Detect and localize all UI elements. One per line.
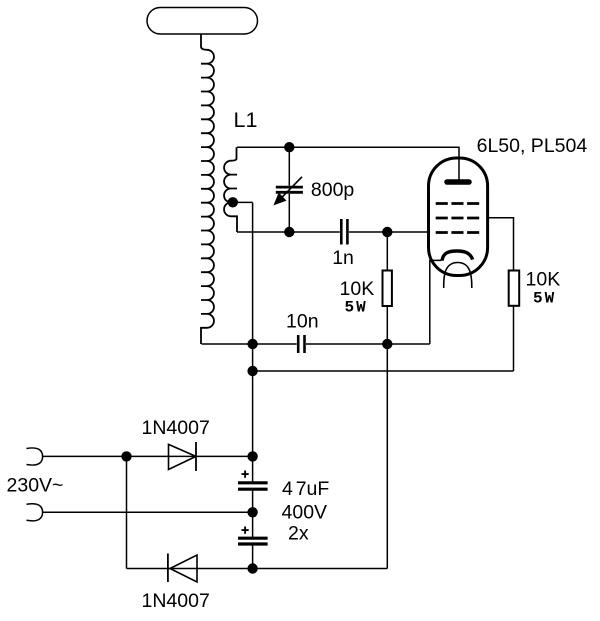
- svg-text:10K: 10K: [340, 278, 375, 300]
- svg-text:1N4007: 1N4007: [142, 417, 210, 439]
- svg-text:1N4007: 1N4007: [142, 590, 210, 612]
- svg-text:4: 4: [282, 478, 293, 500]
- svg-text:10n: 10n: [286, 311, 319, 333]
- svg-text:800p: 800p: [311, 179, 355, 201]
- svg-text:1n: 1n: [332, 247, 354, 269]
- svg-text:400V: 400V: [282, 502, 328, 524]
- svg-text:5W: 5W: [533, 290, 556, 308]
- svg-text:5W: 5W: [345, 299, 368, 317]
- svg-text:L1: L1: [234, 108, 258, 132]
- svg-text:6L50, PL504: 6L50, PL504: [477, 135, 588, 157]
- svg-text:2x: 2x: [288, 523, 309, 545]
- svg-text:7uF: 7uF: [296, 478, 330, 500]
- svg-text:10K: 10K: [526, 269, 561, 291]
- svg-text:230V~: 230V~: [7, 475, 64, 497]
